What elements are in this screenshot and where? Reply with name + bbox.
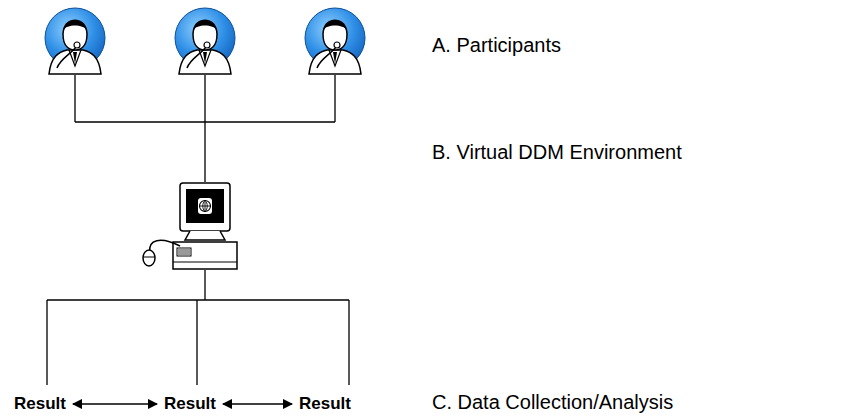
result-label: Result <box>164 394 216 414</box>
connector-line <box>75 75 335 182</box>
result-label: Result <box>299 394 351 414</box>
participant-icons <box>45 8 365 74</box>
tree-lines <box>47 75 349 385</box>
stage-label: A. Participants <box>432 34 561 57</box>
stage-label: B. Virtual DDM Environment <box>432 141 682 164</box>
computer-icon <box>143 183 237 269</box>
result-label: Result <box>14 394 66 414</box>
person-icon <box>45 8 105 74</box>
connector-line <box>47 270 349 385</box>
person-icon <box>305 8 365 74</box>
double-arrow <box>223 403 292 405</box>
stage-label: C. Data Collection/Analysis <box>432 391 673 414</box>
double-arrow <box>73 403 157 405</box>
person-icon <box>175 8 235 74</box>
